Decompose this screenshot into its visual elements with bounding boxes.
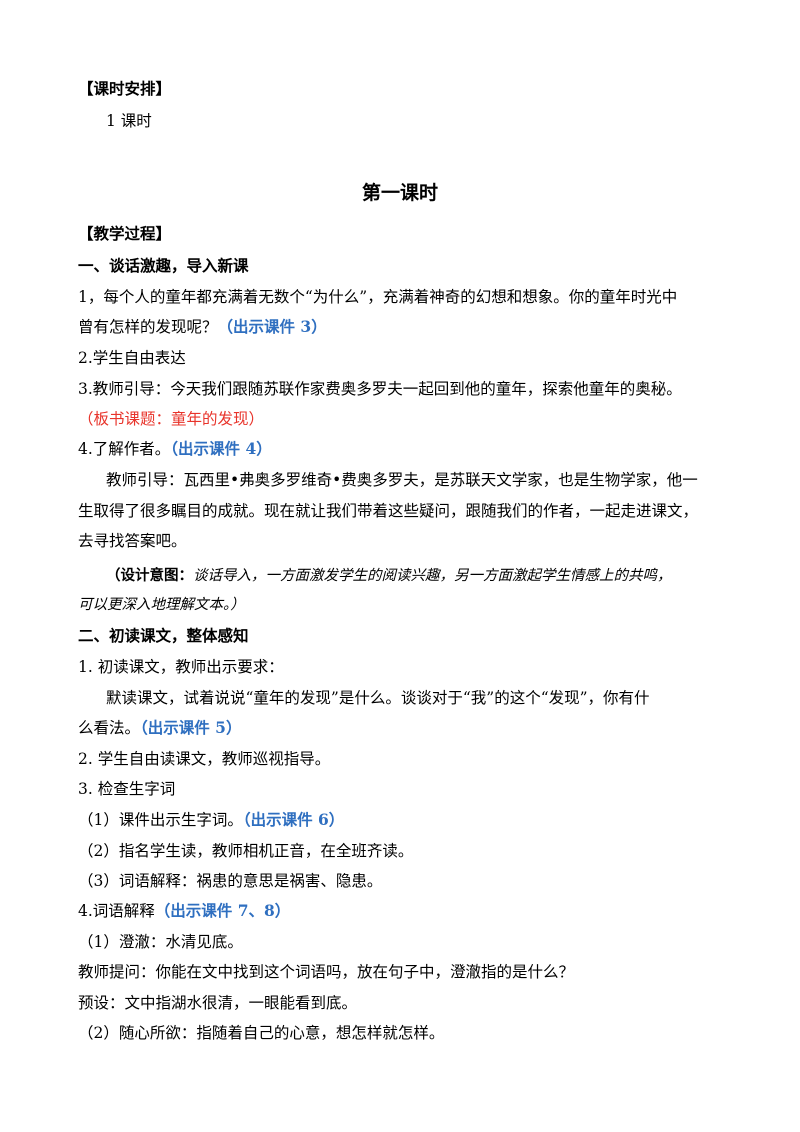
part1-p1b-text: 曾有怎样的发现呢？ [78, 318, 218, 336]
courseware-tag: （出示课件 7、8） [154, 901, 291, 920]
part2-paragraph-5: （1）课件出示生字词。（出示课件 6） [78, 809, 728, 831]
part2-paragraph-2a: 默读课文，试着说说“童年的发现”是什么。谈谈对于“我”的这个“发现”，你有什 [106, 689, 650, 707]
part2-paragraph-10: 教师提问：你能在文中找到这个词语吗，放在句子中，澄澈指的是什么？ [78, 963, 575, 981]
part1-paragraph-5c: 去寻找答案吧。 [78, 532, 187, 550]
part2-paragraph-9: （1）澄澈：水清见底。 [78, 933, 243, 951]
part2-paragraph-3: 2. 学生自由读课文，教师巡视指导。 [78, 750, 331, 768]
part2-paragraph-1: 1. 初读课文，教师出示要求： [78, 658, 284, 676]
schedule-value: 1 课时 [106, 112, 152, 130]
part2-paragraph-6: （2）指名学生读，教师相机正音，在全班齐读。 [78, 842, 414, 860]
courseware-tag: （出示课件 3） [217, 317, 327, 336]
part1-paragraph-1b: 曾有怎样的发现呢？（出示课件 3） [78, 316, 728, 338]
part1-paragraph-4: 4.了解作者。（出示课件 4） [78, 438, 728, 460]
part2-p2b-text: 么看法。 [78, 719, 141, 737]
schedule-heading: 【课时安排】 [78, 79, 172, 98]
part2-paragraph-8: 4.词语解释（出示课件 7、8） [78, 900, 728, 922]
part1-paragraph-1a: 1，每个人的童年都充满着无数个“为什么”，充满着神奇的幻想和想象。你的童年时光中 [78, 288, 678, 306]
lesson-title: 第一课时 [361, 182, 438, 204]
part2-paragraph-7: （3）词语解释：祸患的意思是祸害、隐患。 [78, 872, 383, 890]
design-intent-text: 谈话导入，一方面激发学生的阅读兴趣，另一方面激起学生情感上的共鸣， [193, 568, 672, 584]
part1-paragraph-5a: 教师引导：瓦西里•弗奥多罗维奇•费奥多罗夫，是苏联天文学家，也是生物学家，他一 [106, 471, 698, 489]
courseware-tag: （出示课件 5） [140, 718, 242, 737]
design-intent-label: （设计意图： [106, 567, 193, 584]
courseware-tag: （出示课件 4） [170, 439, 272, 458]
design-intent-b: 可以更深入地理解文本。） [78, 597, 245, 613]
part2-p8-text: 4.词语解释 [78, 902, 155, 920]
courseware-tag: （出示课件 6） [242, 810, 345, 829]
part1-paragraph-5b: 生取得了很多瞩目的成就。现在就让我们带着这些疑问，跟随我们的作者，一起走进课文， [78, 502, 699, 520]
part2-paragraph-12: （2）随心所欲：指随着自己的心意，想怎样就怎样。 [78, 1024, 445, 1042]
design-intent-a: （设计意图：谈话导入，一方面激发学生的阅读兴趣，另一方面激起学生情感上的共鸣， [106, 565, 756, 587]
part2-p5-text: （1）课件出示生字词。 [78, 811, 243, 829]
part2-paragraph-2b: 么看法。（出示课件 5） [78, 717, 728, 739]
part1-heading: 一、谈话激趣，导入新课 [78, 256, 249, 275]
part2-paragraph-11: 预设：文中指湖水很清，一眼能看到底。 [78, 994, 358, 1012]
part1-paragraph-3: 3.教师引导：今天我们跟随苏联作家费奥多罗夫一起回到他的童年，探索他童年的奥秘。 [78, 380, 682, 398]
process-heading: 【教学过程】 [78, 224, 172, 243]
part2-paragraph-4: 3. 检查生字词 [78, 780, 176, 798]
part1-p4-text: 4.了解作者。 [78, 440, 171, 458]
board-title-note: （板书课题：童年的发现） [78, 410, 265, 428]
part2-heading: 二、初读课文，整体感知 [78, 626, 249, 645]
part1-paragraph-2: 2.学生自由表达 [78, 349, 186, 367]
